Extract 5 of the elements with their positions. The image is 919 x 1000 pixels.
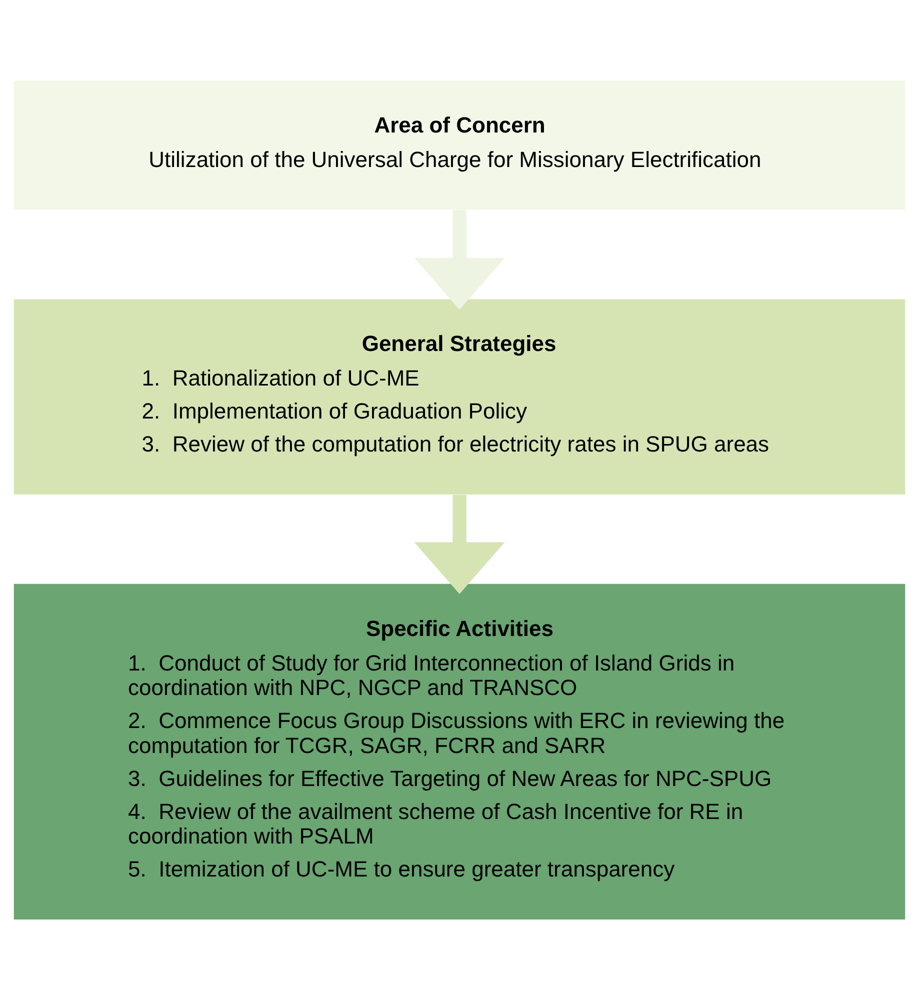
node-box: Area of Concern Utilization of the Universal Charge for Missionary Electrification — [14, 80, 906, 210]
node-box: Specific Activities 1. Conduct of Study for Grid Interconnection of Island Grids in coordination with NPC, NGCP and TRANSCO 2. Commence Focus Group Discussions with ERC in reviewing the computation for TCGR, SAGR, FCRR and SARR 3. Guidelines for Effective Targeting of New Areas for NPC-SPUG 4. Review of the availment scheme of Cash Incentive for RE in coordination with PSALM 5. Itemization of UC-ME to ensure greater transparency — [14, 584, 906, 920]
arrow — [414, 494, 505, 594]
arrow — [414, 210, 505, 310]
node-box: General Strategies 1. Rationalization of UC-ME 2. Implementation of Graduation Policy 3. Review of the computation for electricity rates in SPUG areas — [14, 299, 906, 494]
